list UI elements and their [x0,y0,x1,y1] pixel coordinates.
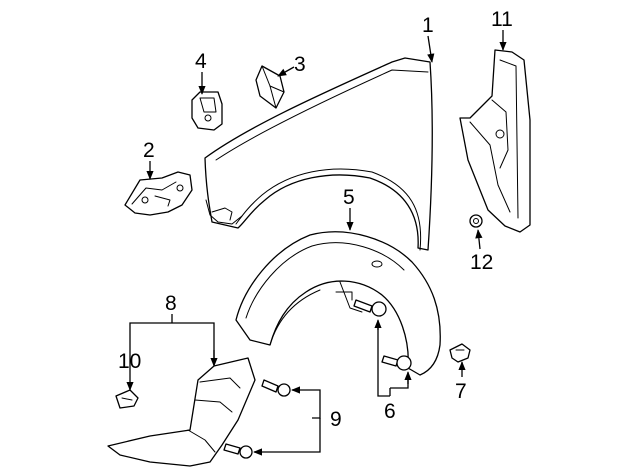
splash-shield-part [107,357,256,467]
shield-bolt-lower [223,443,253,459]
callout-9: 9 [330,408,342,431]
bolt-lower [381,355,412,371]
callout-5: 5 [343,186,355,209]
spacer-part [255,65,285,109]
callout-2: 2 [143,139,155,162]
clip-bracket-part [191,91,223,131]
callout-6: 6 [384,400,396,423]
push-clip-part [449,343,471,363]
grommet-part [469,214,483,228]
callout-7: 7 [455,380,467,403]
callout-11: 11 [491,8,513,31]
callout-4: 4 [195,50,207,73]
fender-liner-part [235,231,441,376]
seal-part [459,49,531,233]
bolt-upper [353,299,387,317]
callout-1: 1 [422,14,434,37]
callout-10: 10 [118,350,141,373]
leader-lines [126,30,507,456]
callout-3: 3 [294,53,306,76]
bracket-part [124,171,193,216]
shield-bolt-upper [261,379,291,397]
fender-part [204,57,433,251]
callout-12: 12 [470,251,493,274]
speed-nut-part [115,389,139,409]
callout-8: 8 [165,292,177,315]
callout-labels: 1 2 3 4 5 6 7 8 9 10 11 12 [118,8,513,431]
